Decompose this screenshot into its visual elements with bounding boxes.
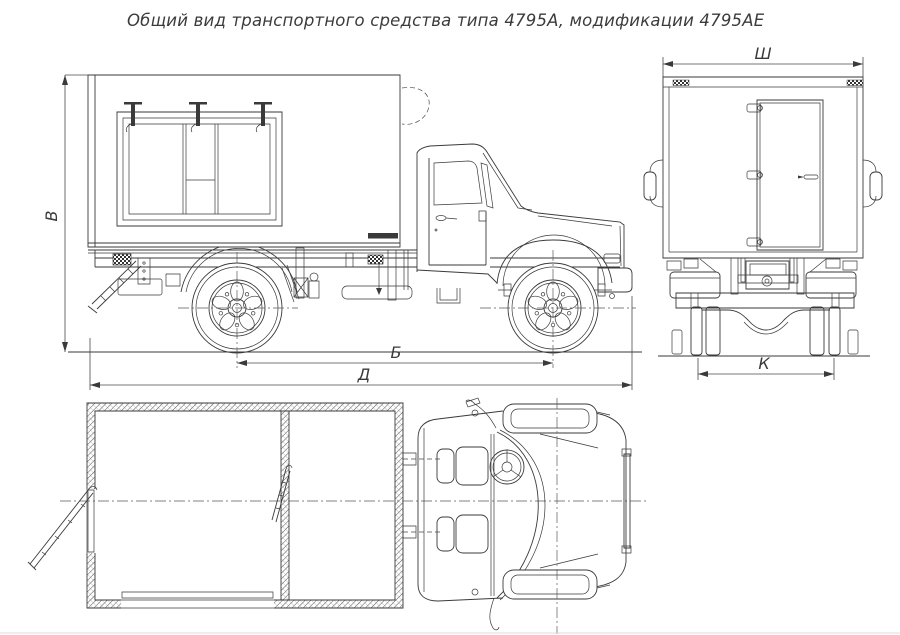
drawing-title: Общий вид транспортного средства типа 47… bbox=[127, 11, 765, 30]
mudflap-left bbox=[672, 330, 682, 354]
cab-mirror-top bbox=[466, 398, 496, 428]
window-hinges bbox=[124, 102, 272, 132]
left-wall-opening bbox=[86, 489, 96, 553]
cab-side bbox=[417, 144, 632, 303]
rear-ladder bbox=[88, 261, 141, 313]
dimension-track: К bbox=[698, 354, 834, 380]
dimension-wheelbase: Б bbox=[237, 343, 553, 366]
dimension-label-track: К bbox=[758, 354, 770, 373]
bottom-door-opening bbox=[121, 592, 274, 609]
passenger-seat bbox=[437, 515, 488, 553]
rear-underbody bbox=[667, 258, 858, 355]
rear-wheels bbox=[691, 307, 840, 355]
rear-axle bbox=[702, 310, 830, 330]
manufacturer-logo-strip bbox=[368, 233, 398, 239]
rear-bumper bbox=[676, 293, 854, 308]
stowed-ladder-inside bbox=[272, 465, 292, 522]
mudguard-left bbox=[670, 272, 720, 298]
dimension-label-height: В bbox=[42, 211, 61, 222]
box-walls bbox=[87, 403, 403, 608]
cab-top-view bbox=[418, 398, 631, 634]
hidden-vent-outline bbox=[402, 87, 429, 124]
front-wheels-top bbox=[503, 404, 597, 599]
door-handle bbox=[798, 175, 818, 179]
marker-block-right bbox=[847, 80, 863, 86]
rear-door bbox=[747, 100, 823, 250]
marker-block-left bbox=[673, 80, 689, 86]
hood-outline bbox=[540, 412, 626, 588]
right-mirror bbox=[863, 160, 882, 207]
mudflap-right bbox=[848, 330, 858, 354]
dimension-width: Ш bbox=[663, 44, 863, 77]
cab-step bbox=[437, 288, 460, 303]
dimension-label-length: Д bbox=[357, 365, 371, 384]
mudguard-right bbox=[806, 272, 856, 298]
rear-view: Ш bbox=[644, 44, 882, 380]
side-view: В Б Д bbox=[42, 75, 642, 390]
cargo-box-side bbox=[88, 75, 429, 247]
dimension-label-width: Ш bbox=[754, 44, 771, 63]
cab-mirror-bottom bbox=[472, 589, 499, 630]
headlight bbox=[604, 254, 620, 263]
steering-wheel bbox=[490, 450, 524, 484]
stowed-ladder-outside bbox=[28, 486, 97, 570]
cargo-box-rear bbox=[663, 77, 863, 258]
front-bumper bbox=[598, 268, 632, 292]
dimension-height: В bbox=[42, 75, 88, 352]
partition-wall bbox=[281, 411, 289, 600]
box-top-view bbox=[28, 403, 648, 609]
door-hinges bbox=[747, 104, 763, 246]
left-mirror bbox=[644, 160, 663, 207]
license-plate bbox=[750, 264, 786, 275]
dimension-label-wheelbase: Б bbox=[391, 343, 402, 362]
dimension-length: Д bbox=[90, 296, 632, 390]
driver-seat bbox=[437, 447, 488, 485]
front-bumper-top bbox=[622, 449, 631, 553]
box-cab-brackets bbox=[403, 453, 440, 538]
